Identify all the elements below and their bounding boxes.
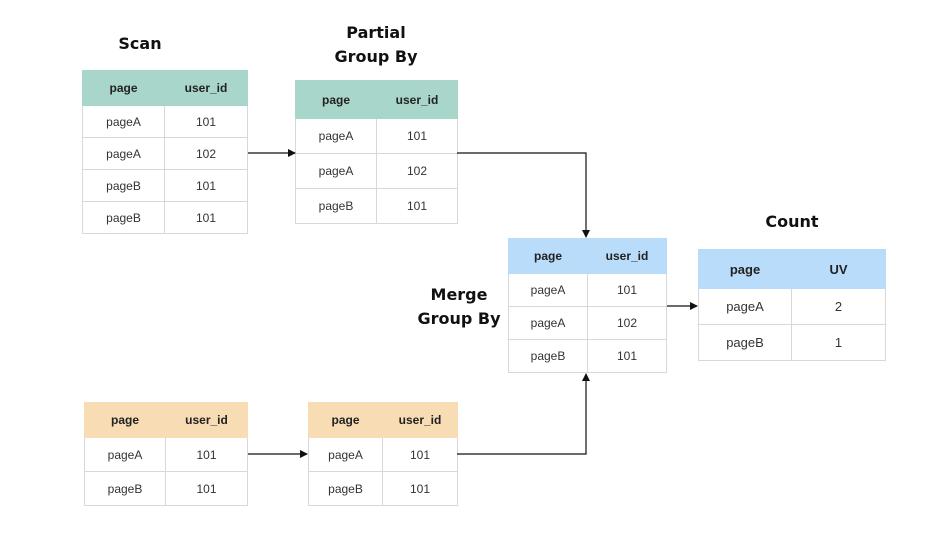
merge-group-by-table: page user_id pageA 101 pageA 102 pageB 1… [508, 238, 667, 373]
table-cell: 101 [164, 201, 248, 234]
merge-group-by-label: Merge Group By [410, 283, 508, 331]
table-row: pageB 101 [508, 339, 667, 373]
table-cell: 101 [382, 437, 458, 472]
merge-label-line2: Group By [417, 309, 501, 328]
table-cell: pageB [698, 324, 792, 361]
table-row: pageB 101 [308, 471, 458, 506]
table-row: pageA 101 [82, 105, 248, 138]
table-header-row: page user_id [295, 80, 458, 119]
column-header: page [82, 70, 165, 106]
table-cell: 101 [164, 105, 248, 138]
table-cell: pageB [508, 339, 588, 373]
partial-group-by-table: page user_id pageA 101 pageA 102 pageB 1… [295, 80, 458, 224]
table-row: pageA 102 [295, 153, 458, 189]
table-cell: pageA [295, 153, 377, 189]
column-header: user_id [587, 238, 667, 274]
column-header: page [295, 80, 377, 119]
table-header-row: page user_id [82, 70, 248, 106]
table-row: pageA 102 [82, 137, 248, 170]
table-cell: pageA [508, 273, 588, 307]
table-cell: 101 [165, 471, 248, 506]
table-cell: pageA [698, 288, 792, 325]
table-row: pageA 102 [508, 306, 667, 340]
table-cell: 101 [376, 118, 458, 154]
table-header-row: page UV [698, 249, 886, 289]
table-row: pageA 2 [698, 288, 886, 325]
table-cell: 2 [791, 288, 886, 325]
scan-table-bottom: page user_id pageA 101 pageB 101 [84, 402, 248, 506]
scan-table: page user_id pageA 101 pageA 102 pageB 1… [82, 70, 248, 234]
table-cell: pageA [508, 306, 588, 340]
table-header-row: page user_id [508, 238, 667, 274]
table-cell: 102 [164, 137, 248, 170]
table-cell: pageB [84, 471, 166, 506]
table-cell: 101 [382, 471, 458, 506]
scan-label-text: Scan [118, 34, 162, 53]
table-cell: pageB [308, 471, 383, 506]
table-cell: pageA [82, 105, 165, 138]
arrow-partial-to-merge [457, 152, 590, 238]
table-cell: 101 [164, 169, 248, 202]
table-header-row: page user_id [308, 402, 458, 438]
table-row: pageA 101 [295, 118, 458, 154]
table-row: pageB 101 [82, 201, 248, 234]
table-cell: pageA [84, 437, 166, 472]
count-table: page UV pageA 2 pageB 1 [698, 249, 886, 361]
table-cell: 101 [376, 188, 458, 224]
arrow-partial-bottom-to-merge [457, 373, 590, 455]
table-row: pageB 1 [698, 324, 886, 361]
table-cell: 102 [587, 306, 667, 340]
table-cell: pageB [82, 201, 165, 234]
scan-label: Scan [112, 32, 168, 56]
table-row: pageA 101 [508, 273, 667, 307]
count-label: Count [757, 210, 827, 234]
table-cell: 1 [791, 324, 886, 361]
column-header: UV [791, 249, 886, 289]
column-header: user_id [376, 80, 458, 119]
column-header: page [698, 249, 792, 289]
table-row: pageA 101 [84, 437, 248, 472]
table-cell: pageA [295, 118, 377, 154]
table-cell: pageB [295, 188, 377, 224]
table-cell: pageA [308, 437, 383, 472]
merge-label-line1: Merge [430, 285, 488, 304]
table-cell: 102 [376, 153, 458, 189]
table-cell: 101 [587, 273, 667, 307]
partial-group-by-table-bottom: page user_id pageA 101 pageB 101 [308, 402, 458, 506]
column-header: page [508, 238, 588, 274]
table-row: pageB 101 [82, 169, 248, 202]
table-header-row: page user_id [84, 402, 248, 438]
table-row: pageA 101 [308, 437, 458, 472]
column-header: page [84, 402, 166, 438]
partial-label-line1: Partial [346, 23, 406, 42]
count-label-text: Count [765, 212, 819, 231]
table-cell: 101 [587, 339, 667, 373]
table-row: pageB 101 [84, 471, 248, 506]
partial-label-line2: Group By [334, 47, 418, 66]
table-cell: pageB [82, 169, 165, 202]
column-header: user_id [164, 70, 248, 106]
column-header: user_id [165, 402, 248, 438]
table-row: pageB 101 [295, 188, 458, 224]
partial-group-by-label: Partial Group By [326, 21, 426, 69]
column-header: page [308, 402, 383, 438]
table-cell: 101 [165, 437, 248, 472]
column-header: user_id [382, 402, 458, 438]
table-cell: pageA [82, 137, 165, 170]
